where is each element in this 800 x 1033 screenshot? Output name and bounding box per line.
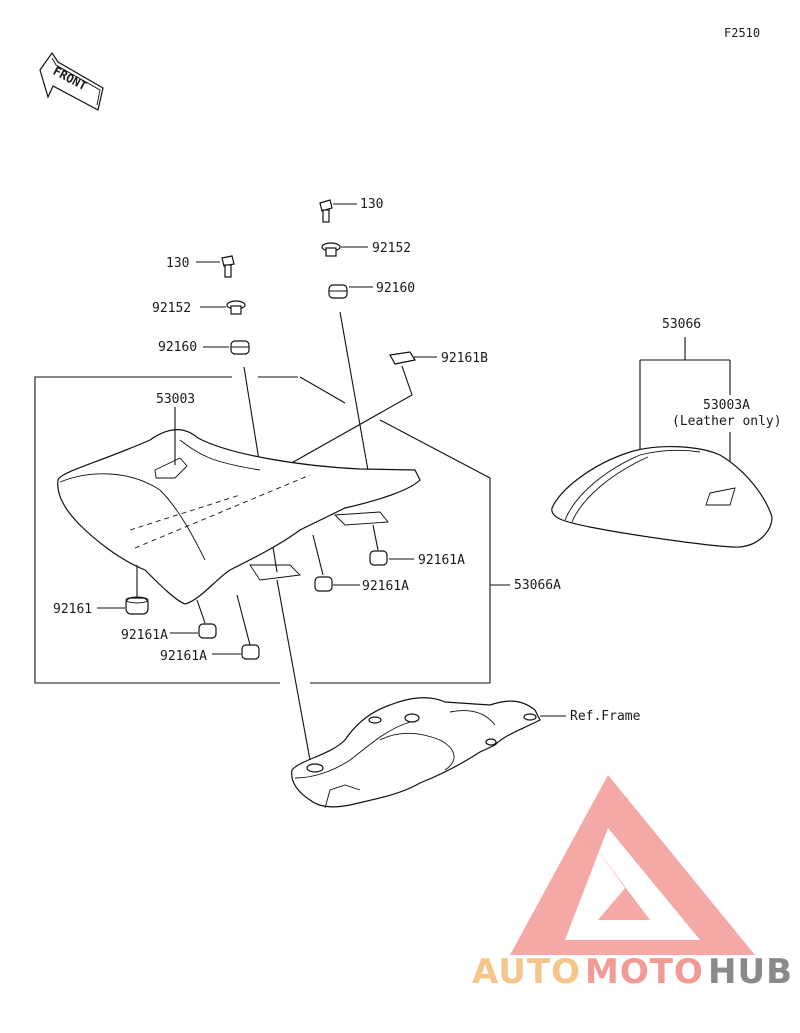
label-seat-pad: 53003 (156, 392, 195, 407)
label-damper: 92161 (53, 602, 92, 617)
label-damper-a-2: 92161A (160, 649, 207, 664)
rear-seat-bracket (639, 337, 731, 455)
damper-a-2-icon (241, 644, 260, 660)
leader-frame (276, 579, 311, 761)
seat-assembly-bracket (34, 376, 491, 684)
label-grommet-upper: 92160 (376, 281, 415, 296)
stopper-b-icon (389, 351, 416, 365)
damper-a-1-icon (198, 623, 217, 639)
label-bolt-left: 130 (166, 256, 189, 271)
watermark-moto: MOTO (585, 952, 704, 992)
leader-upper-assembly (339, 311, 373, 494)
watermark-triangle-inner (590, 840, 650, 920)
watermark-logo: AUTO MOTO HUB (472, 775, 793, 992)
label-stopper-b: 92161B (441, 351, 488, 366)
label-damper-a-1: 92161A (121, 628, 168, 643)
label-grommet-left: 92160 (158, 340, 197, 355)
label-rear-seat: 53066 (662, 317, 701, 332)
passenger-seat (551, 445, 773, 548)
bolt-upper-icon (319, 199, 333, 223)
label-washer-left: 92152 (152, 301, 191, 316)
rider-seat (57, 429, 421, 605)
damper-icon (125, 596, 149, 615)
label-damper-a-3: 92161A (362, 579, 409, 594)
label-frame-ref: Ref.Frame (570, 709, 641, 724)
label-washer-upper: 92152 (372, 241, 411, 256)
grommet-upper-icon (328, 284, 348, 299)
label-damper-a-4: 92161A (418, 553, 465, 568)
washer-upper-icon (321, 242, 341, 257)
watermark-hub: HUB (708, 952, 793, 992)
bolt-left-icon (221, 255, 235, 278)
grommet-left-icon (230, 340, 250, 355)
label-rear-pad: 53003A (703, 398, 750, 413)
label-rear-pad-note: (Leather only) (672, 414, 782, 429)
front-arrow-icon: FRONT (39, 51, 104, 111)
damper-a-4-icon (369, 550, 388, 566)
washer-left-icon (226, 300, 246, 315)
watermark-auto: AUTO (472, 952, 581, 992)
seat-frame (291, 697, 541, 809)
figure-code: F2510 (724, 26, 760, 40)
watermark-triangle (510, 775, 755, 955)
damper-a-3-icon (314, 576, 333, 592)
label-seat-assembly: 53066A (514, 578, 561, 593)
label-bolt-upper: 130 (360, 197, 383, 212)
